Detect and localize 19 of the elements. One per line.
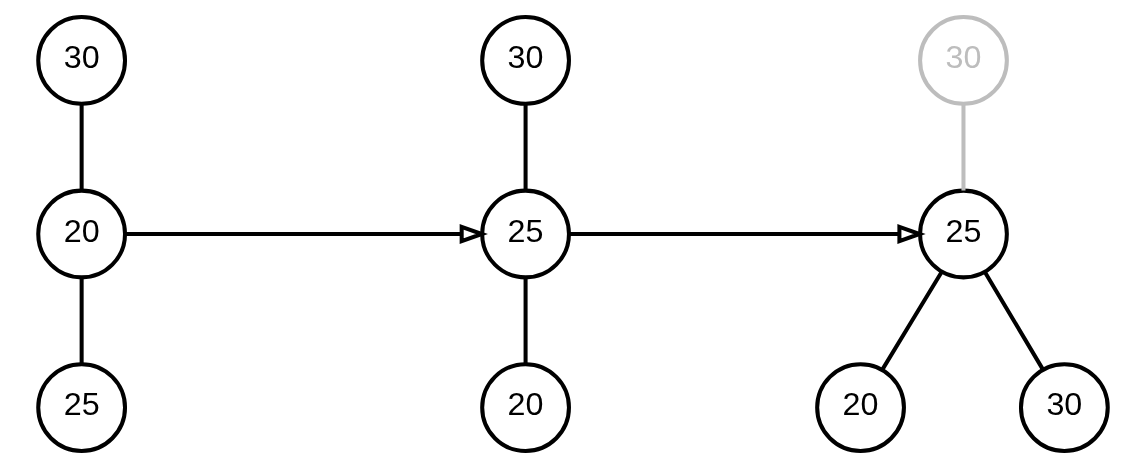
node-circle: 20 <box>814 361 906 453</box>
node-circle: 25 <box>917 188 1009 279</box>
arrow <box>125 223 488 244</box>
connector <box>982 270 1045 371</box>
node-circle: 30 <box>35 14 127 106</box>
node-circle: 30 <box>917 14 1009 106</box>
connector <box>523 103 528 191</box>
connector <box>79 103 84 191</box>
connector <box>523 277 528 364</box>
node-circle: 20 <box>35 188 127 279</box>
node-circle: 30 <box>479 14 571 106</box>
connector <box>960 103 965 191</box>
arrow <box>568 223 926 244</box>
node-circle: 30 <box>1018 361 1110 453</box>
node-circle: 25 <box>479 188 571 279</box>
node-circle: 20 <box>479 361 571 453</box>
connector <box>880 270 943 371</box>
connector <box>79 277 84 364</box>
node-circle: 25 <box>35 361 127 453</box>
